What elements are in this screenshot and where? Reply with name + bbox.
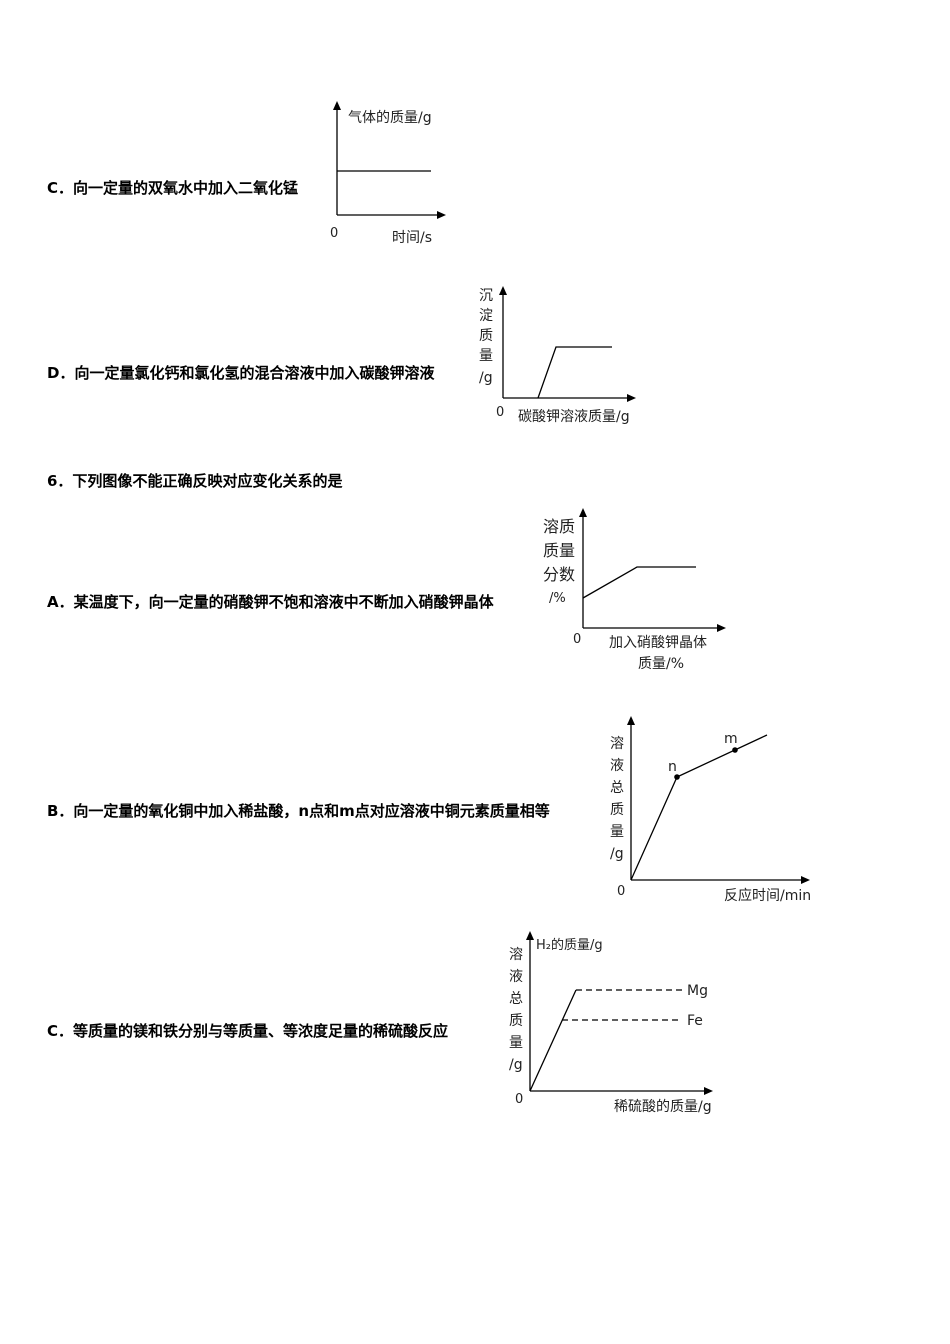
y-axis-arrow [627, 716, 635, 725]
svg-text:量: 量 [610, 824, 624, 840]
x-axis-arrow [437, 211, 446, 219]
x-axis-arrow [801, 876, 810, 884]
svg-text:加入硝酸钾晶体: 加入硝酸钾晶体 [609, 635, 707, 651]
svg-text:/g: /g [610, 846, 624, 862]
svg-text:/g: /g [479, 370, 493, 386]
figure-b6-graph: n m 溶 液 总 质 量 /g 0 反应时间/min [610, 716, 811, 904]
question-6-stem: 6．下列图像不能正确反映对应变化关系的是 [47, 472, 343, 490]
question-c6-text: C．等质量的镁和铁分别与等质量、等浓度足量的稀硫酸反应 [47, 1022, 449, 1040]
y-axis-label: 溶 液 总 质 量 /g [509, 947, 523, 1073]
origin-label: 0 [515, 1092, 523, 1107]
svg-text:质: 质 [479, 328, 493, 344]
origin-label: 0 [496, 405, 504, 420]
svg-text:液: 液 [610, 758, 624, 774]
svg-text:分数: 分数 [543, 565, 575, 584]
x-axis-arrow [627, 394, 636, 402]
solution-mass-curve [630, 734, 768, 881]
figure-d1-graph: 沉 淀 质 量 /g 0 碳酸钾溶液质量/g [479, 286, 636, 425]
y-axis-label: 溶 液 总 质 量 /g [610, 736, 624, 862]
x-axis-label: 稀硫酸的质量/g [614, 1099, 712, 1115]
svg-text:总: 总 [509, 991, 523, 1007]
y-axis-label: 溶质 质量 分数 /% [543, 517, 575, 606]
svg-text:质量: 质量 [543, 541, 575, 560]
y-axis-arrow [333, 101, 341, 110]
series-mg-label: Mg [687, 983, 708, 999]
origin-label: 0 [617, 884, 625, 899]
question-b6-text: B．向一定量的氧化铜中加入稀盐酸，n点和m点对应溶液中铜元素质量相等 [47, 802, 550, 820]
x-axis-arrow [717, 624, 726, 632]
x-axis-label: 碳酸钾溶液质量/g [518, 409, 630, 425]
svg-text:质: 质 [509, 1013, 523, 1029]
svg-text:溶: 溶 [610, 736, 624, 752]
x-axis-label: 加入硝酸钾晶体 质量/% [609, 635, 707, 672]
figure-a6-graph: 溶质 质量 分数 /% 0 加入硝酸钾晶体 质量/% [543, 508, 726, 672]
mass-fraction-curve [582, 566, 696, 599]
y-axis-top-label: H₂的质量/g [536, 937, 603, 953]
svg-text:液: 液 [509, 969, 523, 985]
svg-text:淀: 淀 [479, 308, 493, 324]
origin-label: 0 [330, 226, 338, 241]
svg-text:量: 量 [479, 348, 493, 364]
svg-text:质: 质 [610, 802, 624, 818]
figure-c6-graph: Mg Fe H₂的质量/g 溶 液 总 质 量 /g 0 稀硫酸的质量/g [509, 931, 713, 1115]
figure-c1-graph: 气体的质量/g 0 时间/s [330, 101, 446, 246]
x-axis-label: 反应时间/min [724, 887, 811, 904]
point-m-marker [732, 747, 738, 753]
y-axis-label: 沉 淀 质 量 /g [479, 288, 493, 386]
y-axis-label: 气体的质量/g [348, 110, 432, 126]
svg-text:沉: 沉 [479, 288, 493, 304]
point-n-label: n [668, 759, 677, 775]
svg-text:量: 量 [509, 1035, 523, 1051]
origin-label: 0 [573, 632, 581, 647]
y-axis-arrow [526, 931, 534, 940]
point-n-marker [674, 774, 680, 780]
mg-rise-line [529, 989, 577, 1092]
point-m-label: m [724, 731, 738, 747]
svg-text:溶质: 溶质 [543, 517, 575, 536]
question-c1-text: C．向一定量的双氧水中加入二氧化锰 [47, 179, 299, 197]
precipitate-curve [537, 346, 612, 399]
question-a6-text: A．某温度下，向一定量的硝酸钾不饱和溶液中不断加入硝酸钾晶体 [47, 593, 494, 611]
series-fe-label: Fe [687, 1013, 703, 1029]
svg-text:质量/%: 质量/% [638, 656, 684, 672]
y-axis-arrow [579, 508, 587, 517]
svg-text:/%: /% [549, 591, 566, 606]
y-axis-arrow [499, 286, 507, 295]
x-axis-arrow [704, 1087, 713, 1095]
svg-text:/g: /g [509, 1057, 523, 1073]
svg-text:总: 总 [610, 780, 624, 796]
question-d1-text: D．向一定量氯化钙和氯化氢的混合溶液中加入碳酸钾溶液 [47, 364, 435, 382]
svg-text:溶: 溶 [509, 947, 523, 963]
x-axis-label: 时间/s [392, 230, 432, 246]
